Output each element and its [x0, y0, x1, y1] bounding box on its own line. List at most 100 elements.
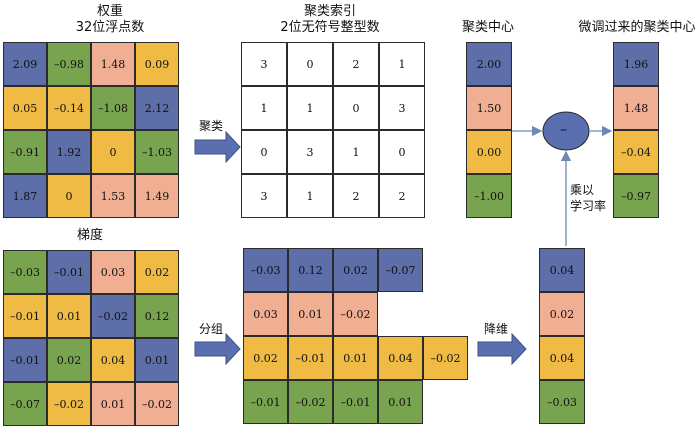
centroids-title: 聚类中心: [461, 20, 514, 35]
weight-cell: 1.53: [91, 174, 135, 218]
weight-cell: 0: [47, 174, 91, 218]
weight-cell: –1.03: [135, 130, 179, 174]
gradient-cell: 0.04: [91, 338, 135, 382]
gradient-cell: 0.02: [135, 250, 179, 294]
index-cell: 0: [379, 130, 425, 174]
grouped-gradient-cell: –0.02: [288, 380, 333, 424]
weight-cell: –0.14: [47, 86, 91, 130]
gradient-cell: –0.02: [47, 382, 91, 426]
centroid-cell: –1.00: [466, 174, 512, 218]
gradient-cell: –0.02: [91, 294, 135, 338]
gradient-cell: –0.03: [3, 250, 47, 294]
weight-cell: –0.98: [47, 42, 91, 86]
weight-cell: 1.49: [135, 174, 179, 218]
weight-cell: 1.92: [47, 130, 91, 174]
index-cell: 1: [287, 174, 333, 218]
reduce-label: 降维: [484, 322, 509, 336]
index-title-line2: 2位无符号整型数: [280, 20, 380, 35]
grouped-gradient-cell: 0.04: [378, 336, 423, 380]
index-cell: 0: [333, 86, 379, 130]
gradient-cell: –0.07: [3, 382, 47, 426]
reduce-arrow: [477, 332, 527, 366]
gradient-cell: 0.01: [135, 338, 179, 382]
index-cell: 1: [241, 86, 287, 130]
gradient-cell: 0.03: [91, 250, 135, 294]
index-cell: 2: [333, 174, 379, 218]
minus-sign: –: [560, 122, 567, 138]
grouped-gradient-cell: 0.02: [243, 336, 288, 380]
cluster-arrow: [194, 130, 241, 164]
gradient-cell: –0.01: [3, 294, 47, 338]
grouped-gradient-cell: 0.01: [378, 380, 423, 424]
grouped-gradient-cell: –0.01: [288, 336, 333, 380]
reduced-gradient-cell: 0.04: [539, 336, 585, 380]
grouped-gradient-cell: –0.01: [243, 380, 288, 424]
weight-cell: 0: [91, 130, 135, 174]
weight-cell: 1.87: [3, 174, 47, 218]
index-cell: 0: [287, 42, 333, 86]
index-cell: 2: [333, 42, 379, 86]
grouped-gradient-cell: 0.02: [333, 248, 378, 292]
finetuned-centroid-cell: –0.97: [613, 174, 659, 218]
gradient-cell: –0.01: [3, 338, 47, 382]
weights-title-line2: 32位浮点数: [75, 20, 145, 35]
grouped-gradient-cell: 0.12: [288, 248, 333, 292]
weights-title: 权重 32位浮点数: [40, 4, 180, 36]
weight-cell: 2.12: [135, 86, 179, 130]
index-cell: 1: [333, 130, 379, 174]
grouped-gradient-cell: –0.02: [333, 292, 378, 336]
index-cell: 3: [379, 86, 425, 130]
grouped-gradient-cell: 0.01: [288, 292, 333, 336]
grouped-gradient-cell: 0.01: [333, 336, 378, 380]
grouped-gradient-cell: –0.02: [423, 336, 468, 380]
reduced-gradient-cell: 0.02: [539, 292, 585, 336]
learning-rate-line1: 乘以: [570, 183, 595, 197]
weight-cell: 0.09: [135, 42, 179, 86]
group-arrow: [194, 332, 241, 366]
grouped-gradient-cell: 0.03: [243, 292, 288, 336]
gradient-title: 梯度: [76, 228, 103, 243]
gradient-cell: –0.01: [47, 250, 91, 294]
gradient-cell: 0.01: [47, 294, 91, 338]
centroid-cell: 0.00: [466, 130, 512, 174]
index-cell: 3: [241, 42, 287, 86]
finetuned-centroid-cell: 1.96: [613, 42, 659, 86]
index-title-line1: 聚类索引: [303, 4, 356, 19]
index-cell: 3: [287, 130, 333, 174]
index-cell: 2: [379, 174, 425, 218]
index-cell: 1: [379, 42, 425, 86]
weight-cell: 1.48: [91, 42, 135, 86]
finetuned-centroid-cell: –0.04: [613, 130, 659, 174]
reduced-gradient-cell: 0.04: [539, 248, 585, 292]
weight-cell: –0.91: [3, 130, 47, 174]
gradient-cell: 0.01: [91, 382, 135, 426]
centroid-cell: 2.00: [466, 42, 512, 86]
weight-cell: 2.09: [3, 42, 47, 86]
learning-rate-label: 乘以 学习率: [570, 182, 606, 214]
reduced-gradient-cell: –0.03: [539, 380, 585, 424]
index-cell: 1: [287, 86, 333, 130]
grouped-gradient-cell: –0.01: [333, 380, 378, 424]
group-label: 分组: [199, 322, 224, 336]
centroid-cell: 1.50: [466, 86, 512, 130]
grouped-gradient-cell: –0.03: [243, 248, 288, 292]
weight-cell: –1.08: [91, 86, 135, 130]
gradient-cell: –0.02: [135, 382, 179, 426]
index-title: 聚类索引 2位无符号整型数: [250, 4, 410, 36]
learning-rate-line2: 学习率: [570, 199, 607, 213]
weight-cell: 0.05: [3, 86, 47, 130]
finetuned-centroid-cell: 1.48: [613, 86, 659, 130]
index-cell: 0: [241, 130, 287, 174]
finetuned-title: 微调过来的聚类中心: [578, 20, 696, 35]
cluster-label: 聚类: [199, 119, 224, 133]
weights-title-line1: 权重: [96, 4, 123, 19]
